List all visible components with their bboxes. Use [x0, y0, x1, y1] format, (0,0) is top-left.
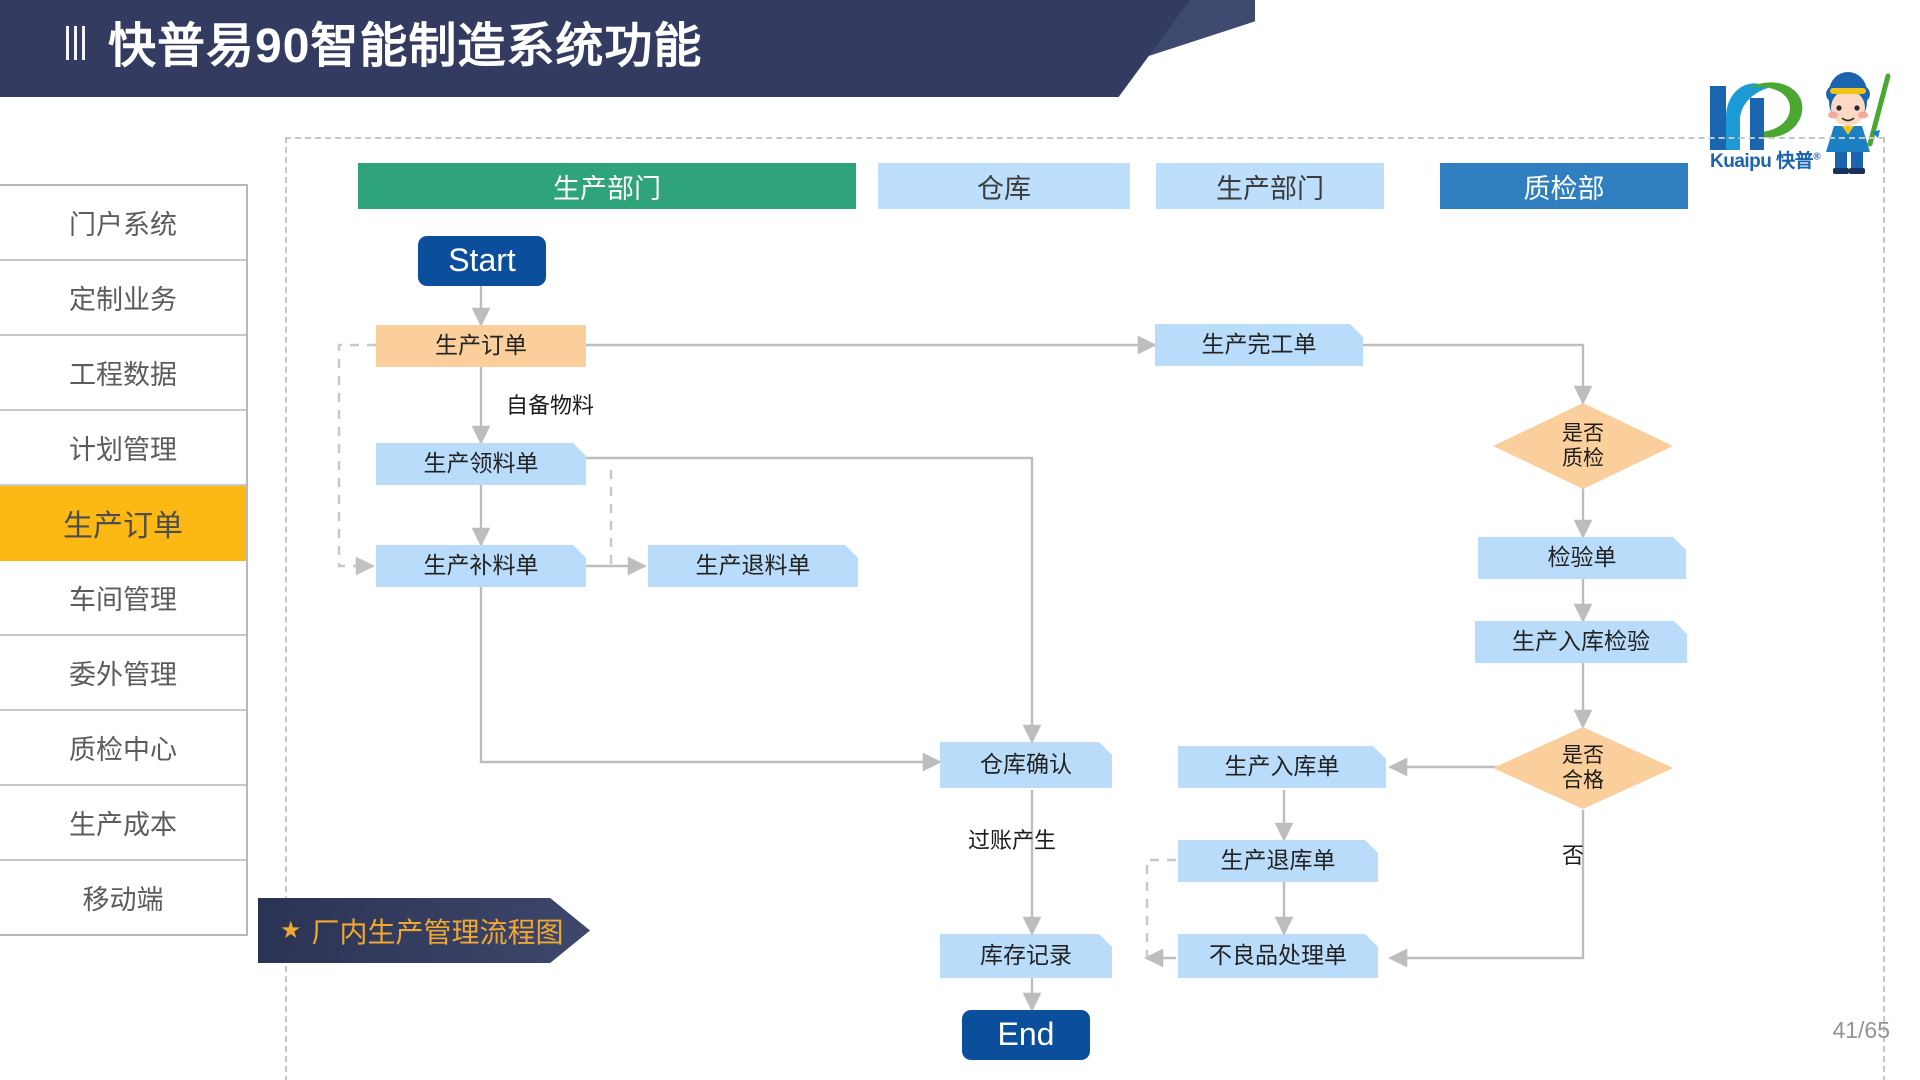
- node-warehouse-confirm[interactable]: 仓库确认: [940, 742, 1112, 788]
- sidebar-item-label: 生产成本: [69, 810, 177, 840]
- node-material-requisition[interactable]: 生产领料单: [376, 443, 586, 485]
- node-label: Start: [448, 242, 516, 279]
- sidebar-item-workshop-management[interactable]: 车间管理: [0, 561, 246, 636]
- node-production-outbound-return[interactable]: 生产退库单: [1178, 840, 1378, 882]
- node-label: 仓库确认: [980, 751, 1072, 778]
- node-production-inbound-inspection[interactable]: 生产入库检验: [1475, 621, 1687, 663]
- sidebar-item-custom-business[interactable]: 定制业务: [0, 261, 246, 336]
- node-label: 生产完工单: [1201, 331, 1317, 358]
- sidebar-item-production-cost[interactable]: 生产成本: [0, 786, 246, 861]
- node-label: 检验单: [1547, 544, 1617, 571]
- node-label: 生产入库单: [1224, 753, 1340, 780]
- sidebar-item-label: 委外管理: [69, 660, 177, 690]
- menu-stripes-icon[interactable]: [66, 26, 85, 60]
- star-icon: ★: [280, 916, 302, 944]
- node-label: 生产订单: [435, 332, 527, 359]
- node-material-return[interactable]: 生产退料单: [648, 545, 858, 587]
- node-label: 生产退库单: [1220, 847, 1336, 874]
- lane-header-production-2: 生产部门: [1156, 163, 1384, 209]
- node-start[interactable]: Start: [418, 236, 546, 286]
- node-production-order[interactable]: 生产订单: [376, 325, 586, 367]
- sidebar-item-mobile[interactable]: 移动端: [0, 861, 246, 936]
- node-label: 库存记录: [980, 942, 1072, 969]
- sidebar-item-label: 质检中心: [69, 735, 177, 765]
- node-production-completion[interactable]: 生产完工单: [1155, 324, 1363, 366]
- node-label: 生产补料单: [423, 552, 539, 579]
- sidebar-item-production-order[interactable]: 生产订单: [0, 486, 246, 561]
- node-label: 是否 质检: [1562, 421, 1604, 470]
- logo-trademark: ®: [1813, 151, 1821, 163]
- brand-logo: Kuaipu 快普®: [1702, 58, 1904, 176]
- sidebar-item-label: 门户系统: [69, 210, 177, 240]
- node-production-inbound[interactable]: 生产入库单: [1178, 746, 1386, 788]
- caption-banner: ★ 厂内生产管理流程图: [258, 898, 590, 963]
- node-label: 生产入库检验: [1512, 628, 1650, 655]
- node-decision-need-qc[interactable]: 是否 质检: [1493, 403, 1673, 489]
- node-inspection-sheet[interactable]: 检验单: [1478, 537, 1686, 579]
- sidebar-item-plan-management[interactable]: 计划管理: [0, 411, 246, 486]
- sidebar-item-outsourcing[interactable]: 委外管理: [0, 636, 246, 711]
- page-title: 快普易90智能制造系统功能: [108, 20, 703, 73]
- node-end[interactable]: End: [962, 1010, 1090, 1060]
- logo-latin: Kuaipu: [1710, 151, 1772, 172]
- sidebar-item-engineering-data[interactable]: 工程数据: [0, 336, 246, 411]
- sidebar-item-quality-center[interactable]: 质检中心: [0, 711, 246, 786]
- lane-label: 仓库: [977, 173, 1031, 204]
- caption-text: 厂内生产管理流程图: [311, 916, 564, 948]
- sidebar-item-label: 车间管理: [69, 585, 177, 615]
- sidebar-item-portal[interactable]: 门户系统: [0, 186, 246, 261]
- sidebar-item-label: 生产订单: [63, 509, 183, 543]
- page-number: 41/65: [1832, 1017, 1890, 1043]
- node-label: 生产退料单: [695, 552, 811, 579]
- node-decision-qualified[interactable]: 是否 合格: [1493, 727, 1673, 809]
- lane-label: 生产部门: [1216, 173, 1324, 204]
- sidebar: 门户系统 定制业务 工程数据 计划管理 生产订单 车间管理 委外管理 质检中心 …: [0, 184, 248, 936]
- flowchart-canvas: [285, 137, 1885, 1080]
- node-label: 生产领料单: [423, 450, 539, 477]
- lane-label: 质检部: [1523, 173, 1605, 204]
- lane-header-warehouse: 仓库: [878, 163, 1130, 209]
- lane-header-production-1: 生产部门: [358, 163, 856, 209]
- node-defective-handling[interactable]: 不良品处理单: [1178, 934, 1378, 978]
- logo-cn: 快普: [1776, 151, 1814, 172]
- sidebar-item-label: 移动端: [82, 885, 164, 915]
- sidebar-item-label: 计划管理: [69, 435, 177, 465]
- node-label: End: [997, 1016, 1055, 1053]
- edge-label-no: 否: [1562, 843, 1585, 868]
- logo-wordmark: Kuaipu 快普®: [1710, 146, 1821, 173]
- sidebar-item-label: 工程数据: [69, 360, 177, 390]
- edge-label-self-material: 自备物料: [506, 393, 595, 418]
- node-label: 不良品处理单: [1209, 942, 1347, 969]
- node-inventory-record[interactable]: 库存记录: [940, 934, 1112, 978]
- sidebar-item-label: 定制业务: [69, 285, 177, 315]
- edge-label-posting: 过账产生: [968, 828, 1057, 853]
- node-material-supplement[interactable]: 生产补料单: [376, 545, 586, 587]
- lane-header-qc: 质检部: [1440, 163, 1688, 209]
- lane-label: 生产部门: [553, 173, 661, 204]
- node-label: 是否 合格: [1562, 743, 1604, 792]
- header-banner-inner: [0, 0, 1190, 97]
